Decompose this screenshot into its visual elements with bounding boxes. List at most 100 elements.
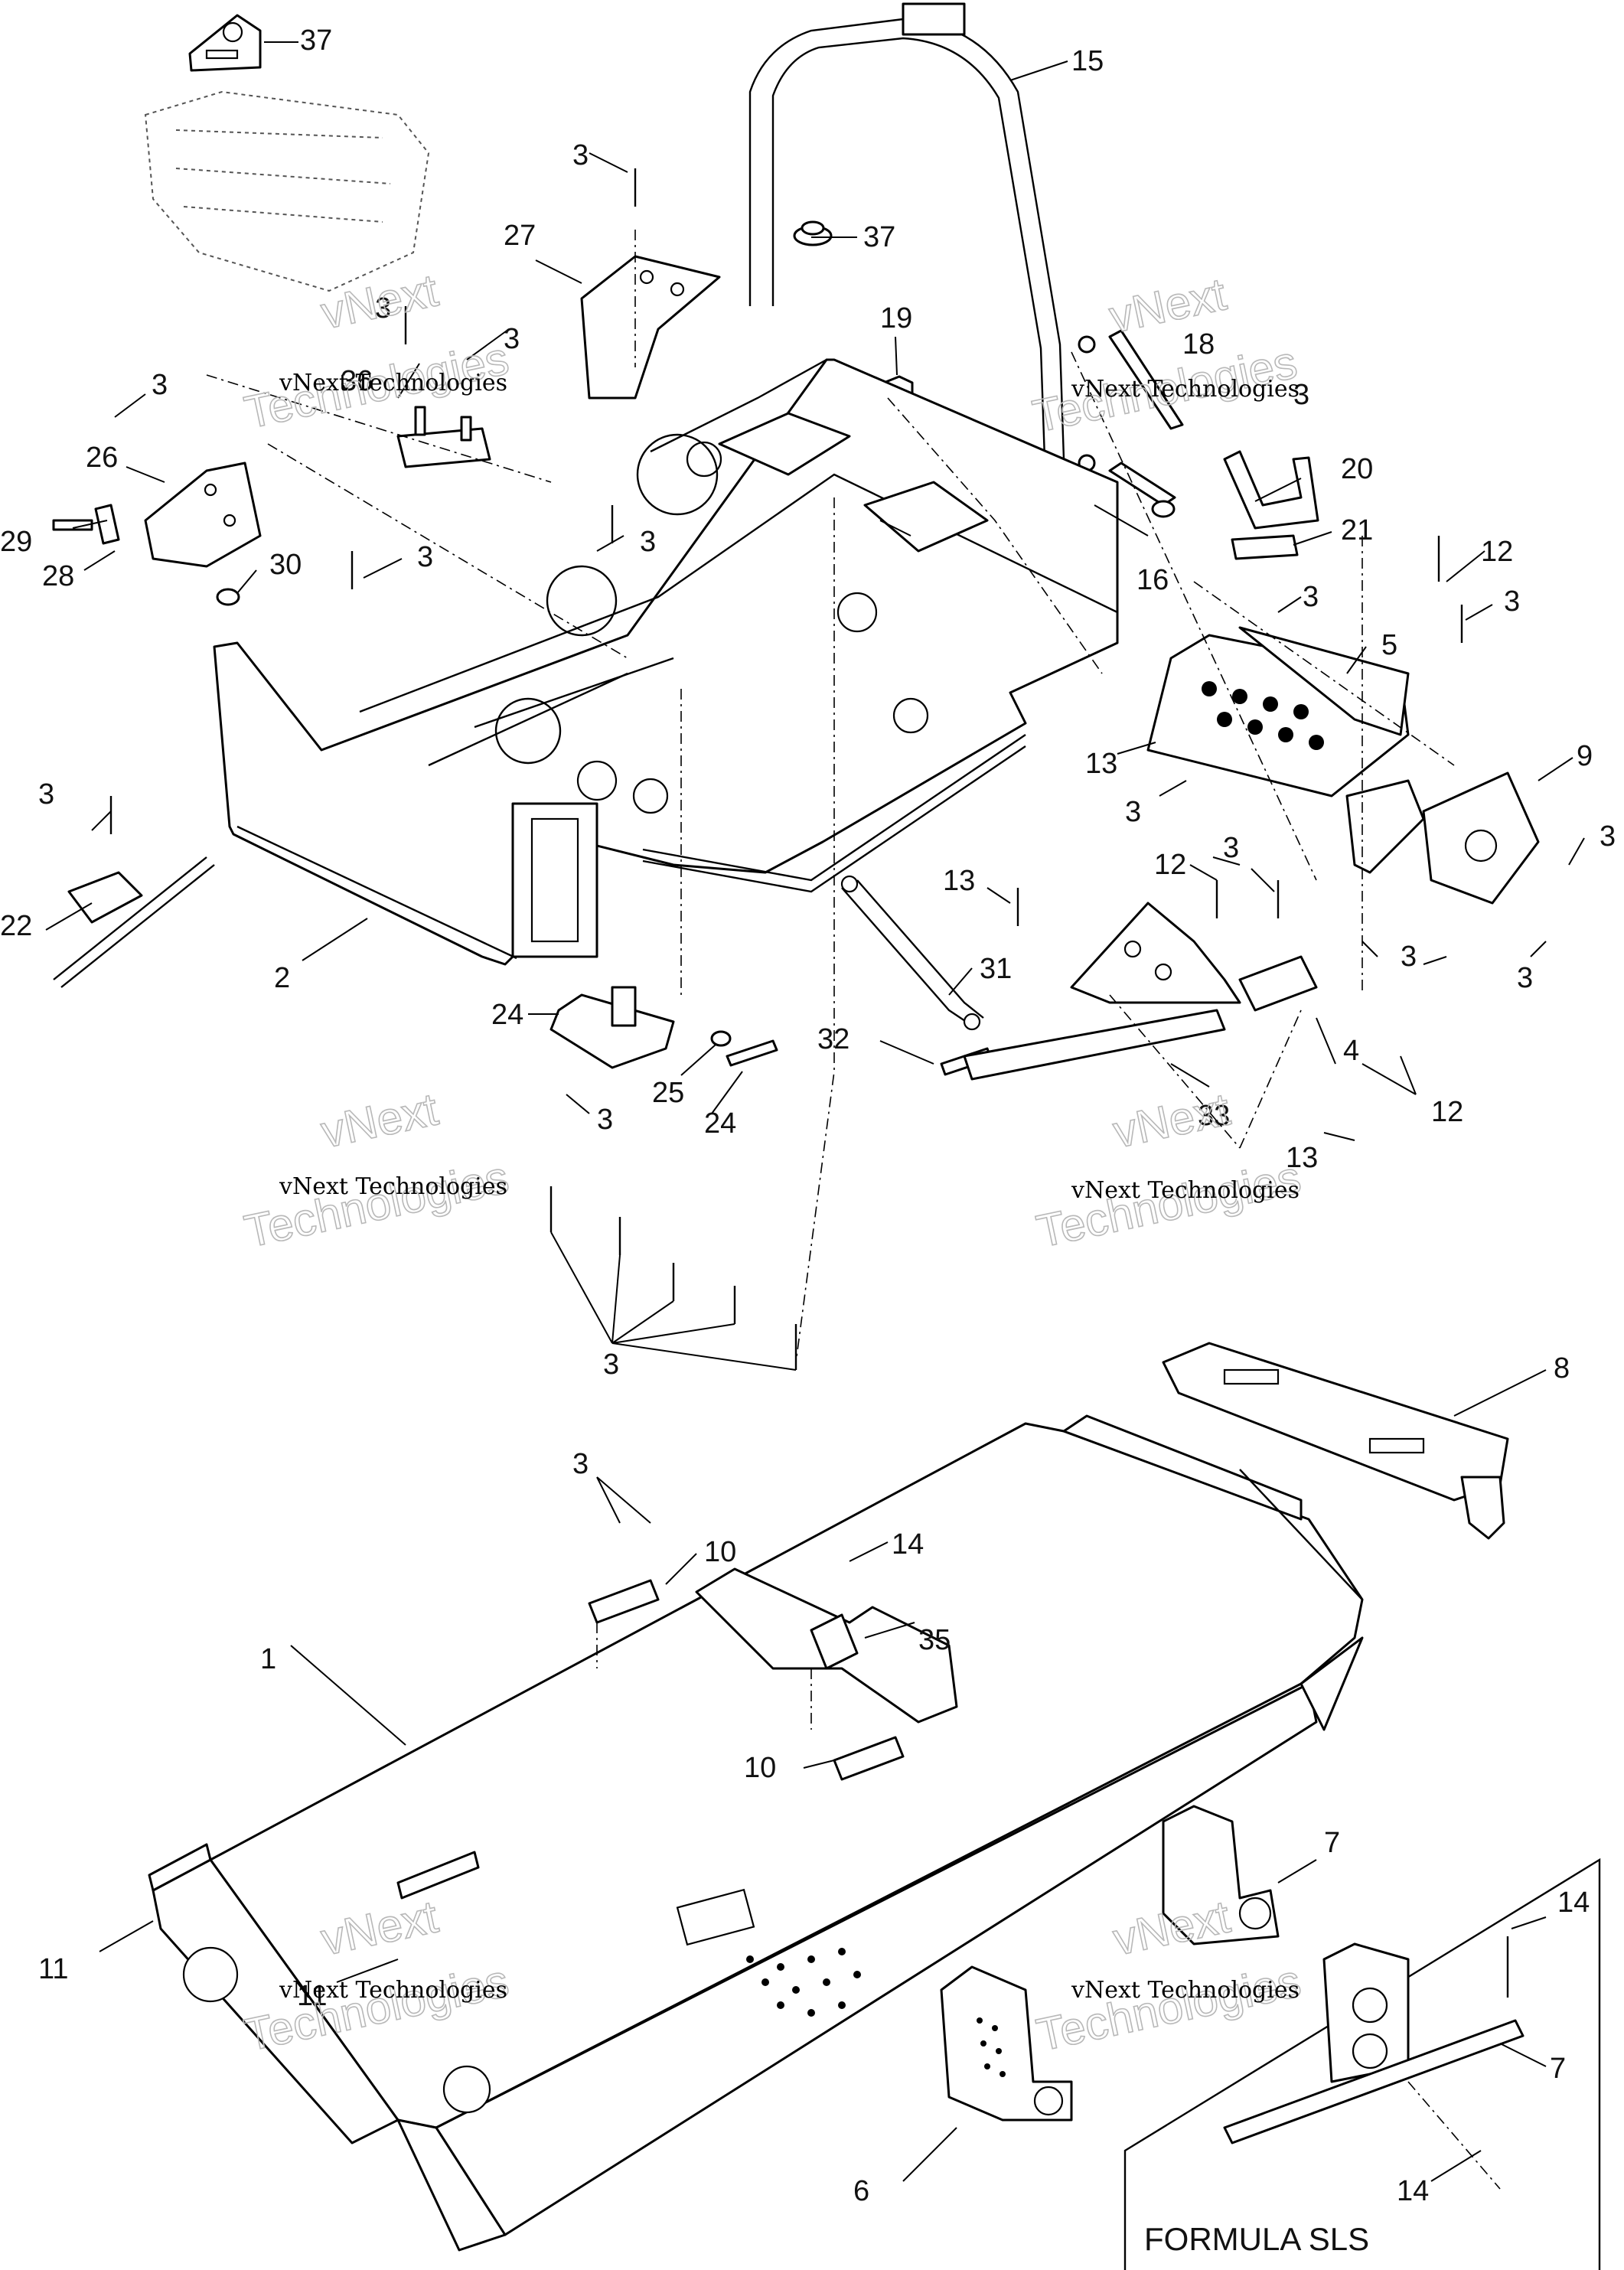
watermark-large-6: Technologies bbox=[240, 1151, 514, 1257]
callout-21: 21 bbox=[1341, 514, 1373, 546]
watermark-small-2: vNext Technologies bbox=[1071, 376, 1300, 403]
part-16-bolt bbox=[1078, 454, 1176, 518]
part-36-bracket bbox=[188, 14, 262, 72]
assembly-lines-upper bbox=[206, 230, 1455, 1363]
callout-3-o: 3 bbox=[1517, 962, 1533, 994]
callout-28: 28 bbox=[42, 560, 74, 592]
callout-8: 8 bbox=[1554, 1352, 1570, 1385]
part-20-clip bbox=[1223, 450, 1319, 530]
part-15-hoop bbox=[748, 2, 1065, 460]
watermark-large-1: vNext bbox=[317, 264, 442, 338]
callout-3-r: 3 bbox=[572, 1448, 589, 1480]
callout-3-a: 3 bbox=[572, 139, 589, 171]
part-34-bracket bbox=[695, 1567, 958, 1724]
part-33-strap bbox=[963, 1009, 1226, 1081]
callout-3-m: 3 bbox=[1223, 832, 1239, 864]
callout-numbers: 37 15 3 37 27 3 3 36 3 19 18 3 26 20 29 … bbox=[0, 24, 1616, 2207]
callout-10-a: 10 bbox=[704, 1536, 736, 1568]
callout-12-c: 12 bbox=[1431, 1096, 1463, 1128]
callout-4: 4 bbox=[1343, 1035, 1359, 1067]
callout-3-b: 3 bbox=[375, 292, 391, 325]
part-23-hinge bbox=[549, 986, 675, 1069]
watermark-large-5: vNext bbox=[317, 1083, 442, 1157]
callout-27: 27 bbox=[504, 220, 536, 252]
callout-3-i: 3 bbox=[1504, 585, 1520, 618]
part-11-strip-lower bbox=[396, 1851, 480, 1900]
callout-3-j: 3 bbox=[1125, 796, 1141, 828]
watermark-small-6: vNext Technologies bbox=[1071, 1977, 1300, 2004]
watermark-small-3: vNext Technologies bbox=[279, 1173, 507, 1200]
watermark-1: vNext Technologies vNext Technologies bbox=[240, 263, 514, 439]
part-30-washer bbox=[216, 588, 240, 606]
part-18-bolt bbox=[1078, 329, 1184, 430]
callout-9: 9 bbox=[1577, 740, 1593, 772]
part-11-strip-upper bbox=[148, 1843, 212, 1892]
callout-13-b: 13 bbox=[943, 865, 975, 897]
callout-36: 37 bbox=[300, 24, 332, 57]
watermark-small-4: vNext Technologies bbox=[1071, 1177, 1300, 1204]
formula-sls-box bbox=[1123, 1857, 1601, 2270]
part-31-strap bbox=[840, 875, 984, 1031]
part-27-cover bbox=[580, 255, 721, 400]
callout-3-f: 3 bbox=[417, 541, 433, 573]
callout-3-e: 3 bbox=[1293, 379, 1309, 411]
callout-5: 5 bbox=[1381, 629, 1397, 661]
callout-33: 33 bbox=[1198, 1100, 1230, 1132]
callout-15: 15 bbox=[1071, 45, 1104, 77]
callout-3-c: 3 bbox=[504, 323, 520, 355]
callout-18: 18 bbox=[1182, 328, 1215, 360]
callout-7-b: 7 bbox=[1550, 2053, 1566, 2085]
part-21-plate bbox=[1231, 534, 1299, 560]
callout-2: 2 bbox=[274, 962, 290, 994]
callout-14-b: 14 bbox=[1557, 1887, 1590, 1919]
callout-35: 36 bbox=[341, 365, 373, 397]
callout-14-c: 14 bbox=[1397, 2175, 1429, 2207]
watermark-small-1: vNext Technologies bbox=[279, 370, 507, 396]
model-label: FORMULA SLS bbox=[1144, 2221, 1369, 2257]
callout-20: 20 bbox=[1341, 453, 1373, 485]
callout-13-a: 13 bbox=[1085, 748, 1117, 780]
part-26-bracket bbox=[144, 462, 262, 568]
callout-3-k: 3 bbox=[38, 778, 54, 810]
callout-3-n: 3 bbox=[1401, 941, 1417, 973]
callout-19: 19 bbox=[880, 302, 912, 334]
callout-25: 25 bbox=[652, 1077, 684, 1109]
callout-30: 30 bbox=[269, 549, 302, 581]
callout-22: 22 bbox=[0, 910, 32, 942]
callout-31: 31 bbox=[980, 953, 1012, 985]
part-29-screw bbox=[52, 519, 93, 531]
watermark-large-8: Technologies bbox=[1032, 1151, 1306, 1257]
watermark-4: vNext Technologies vNext Technologies bbox=[1032, 1082, 1306, 1257]
callout-32: 32 bbox=[817, 1023, 850, 1055]
callout-26: 26 bbox=[86, 442, 118, 474]
callout-11-b: 11 bbox=[297, 1980, 327, 2012]
part-5-plate bbox=[1146, 626, 1410, 797]
callout-3-g: 3 bbox=[640, 526, 656, 558]
part-35-plate bbox=[396, 406, 491, 468]
fasteners bbox=[109, 168, 1463, 1370]
callout-3-d: 3 bbox=[152, 369, 168, 401]
callout-12-b: 12 bbox=[1154, 849, 1186, 881]
callout-34: 35 bbox=[918, 1624, 951, 1656]
part-9-bracket bbox=[1422, 771, 1540, 905]
part-6-bracket bbox=[940, 1965, 1073, 2122]
callout-6: 6 bbox=[853, 2175, 869, 2207]
callout-13-c: 13 bbox=[1286, 1142, 1318, 1174]
callout-3-q: 3 bbox=[603, 1349, 619, 1381]
part-24-screw bbox=[726, 1039, 778, 1067]
watermark-small-5: vNext Technologies bbox=[279, 1977, 507, 2004]
callout-11-a: 11 bbox=[38, 1953, 68, 1985]
part-7-bracket bbox=[1162, 1805, 1280, 1945]
assembly-lines-lower bbox=[596, 1623, 1501, 2190]
watermark-large-7: vNext bbox=[1109, 1083, 1234, 1157]
callout-3-h: 3 bbox=[1303, 581, 1319, 613]
part-10-bracket-upper bbox=[588, 1579, 660, 1624]
callout-29: 29 bbox=[0, 526, 32, 558]
part-1-tunnel bbox=[152, 1414, 1364, 2252]
part-10-bracket-lower bbox=[833, 1736, 905, 1781]
part-4-bracket bbox=[1070, 902, 1318, 1012]
callout-7-a: 7 bbox=[1324, 1827, 1340, 1859]
part-37-grommet bbox=[793, 220, 833, 246]
part-support-bracket bbox=[1345, 779, 1425, 874]
